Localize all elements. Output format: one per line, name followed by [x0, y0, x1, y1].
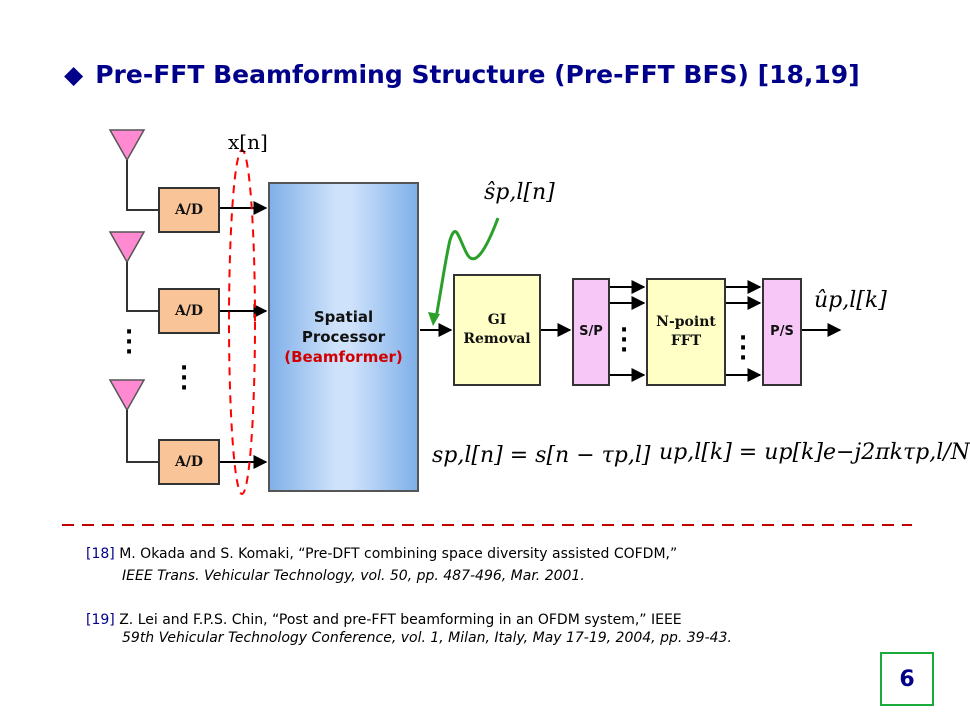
- sp-fft-ellipsis: ···: [619, 318, 629, 363]
- reference-18-tag: [18]: [86, 546, 115, 562]
- spatial-line-3: (Beamformer): [284, 348, 403, 367]
- parallel-to-serial-block: P/S: [762, 278, 802, 386]
- antenna-ellipsis-right: ···: [179, 356, 189, 401]
- reference-18-line2: IEEE Trans. Vehicular Technology, vol. 5…: [122, 568, 585, 584]
- slide-title: ◆ Pre-FFT Beamforming Structure (Pre-FFT …: [64, 60, 860, 89]
- reference-19-tag: [19]: [86, 612, 115, 628]
- antenna-3: [108, 379, 158, 463]
- slide-title-text: Pre-FFT Beamforming Structure (Pre-FFT B…: [95, 60, 860, 89]
- spatial-processor-block: Spatial Processor (Beamformer): [268, 182, 419, 492]
- equation-s: sp,l[n] = s[n − τp,l]: [432, 443, 651, 468]
- page-number: 6: [880, 652, 934, 706]
- ad-converter-3: A/D: [158, 439, 220, 485]
- signal-pointer-arrowhead: [428, 312, 440, 326]
- reference-19-line1: Z. Lei and F.P.S. Chin, “Post and pre-FF…: [114, 612, 682, 628]
- n-point-fft-block: N-point FFT: [646, 278, 726, 386]
- diamond-bullet-icon: ◆: [64, 60, 84, 89]
- signal-pointer-curve: [434, 217, 500, 319]
- serial-to-parallel-block: S/P: [572, 278, 610, 386]
- s-hat-label: ŝp,l[n]: [484, 180, 555, 205]
- antenna-ellipsis-left: ···: [124, 320, 134, 365]
- ad-converter-1: A/D: [158, 187, 220, 233]
- reference-18-line1: M. Okada and S. Komaki, “Pre-DFT combini…: [114, 546, 678, 562]
- xn-label: x[n]: [228, 130, 268, 154]
- spatial-line-2: Processor: [301, 327, 386, 346]
- gi-removal-block: GI Removal: [453, 274, 541, 386]
- signal-ellipse: [228, 149, 256, 495]
- reference-18: [18] M. Okada and S. Komaki, “Pre-DFT co…: [86, 546, 677, 584]
- reference-19: [19] Z. Lei and F.P.S. Chin, “Post and p…: [86, 612, 732, 646]
- reference-19-line2: 59th Vehicular Technology Conference, vo…: [122, 630, 732, 646]
- antenna-2: [108, 231, 158, 312]
- ad-converter-2: A/D: [158, 288, 220, 334]
- spatial-line-1: Spatial: [313, 307, 374, 326]
- u-hat-label: ûp,l[k]: [814, 288, 887, 313]
- fft-ps-ellipsis: ···: [738, 326, 748, 371]
- equation-u: up,l[k] = up[k]e−j2πkτp,l/N: [659, 440, 970, 465]
- antenna-1: [108, 129, 158, 211]
